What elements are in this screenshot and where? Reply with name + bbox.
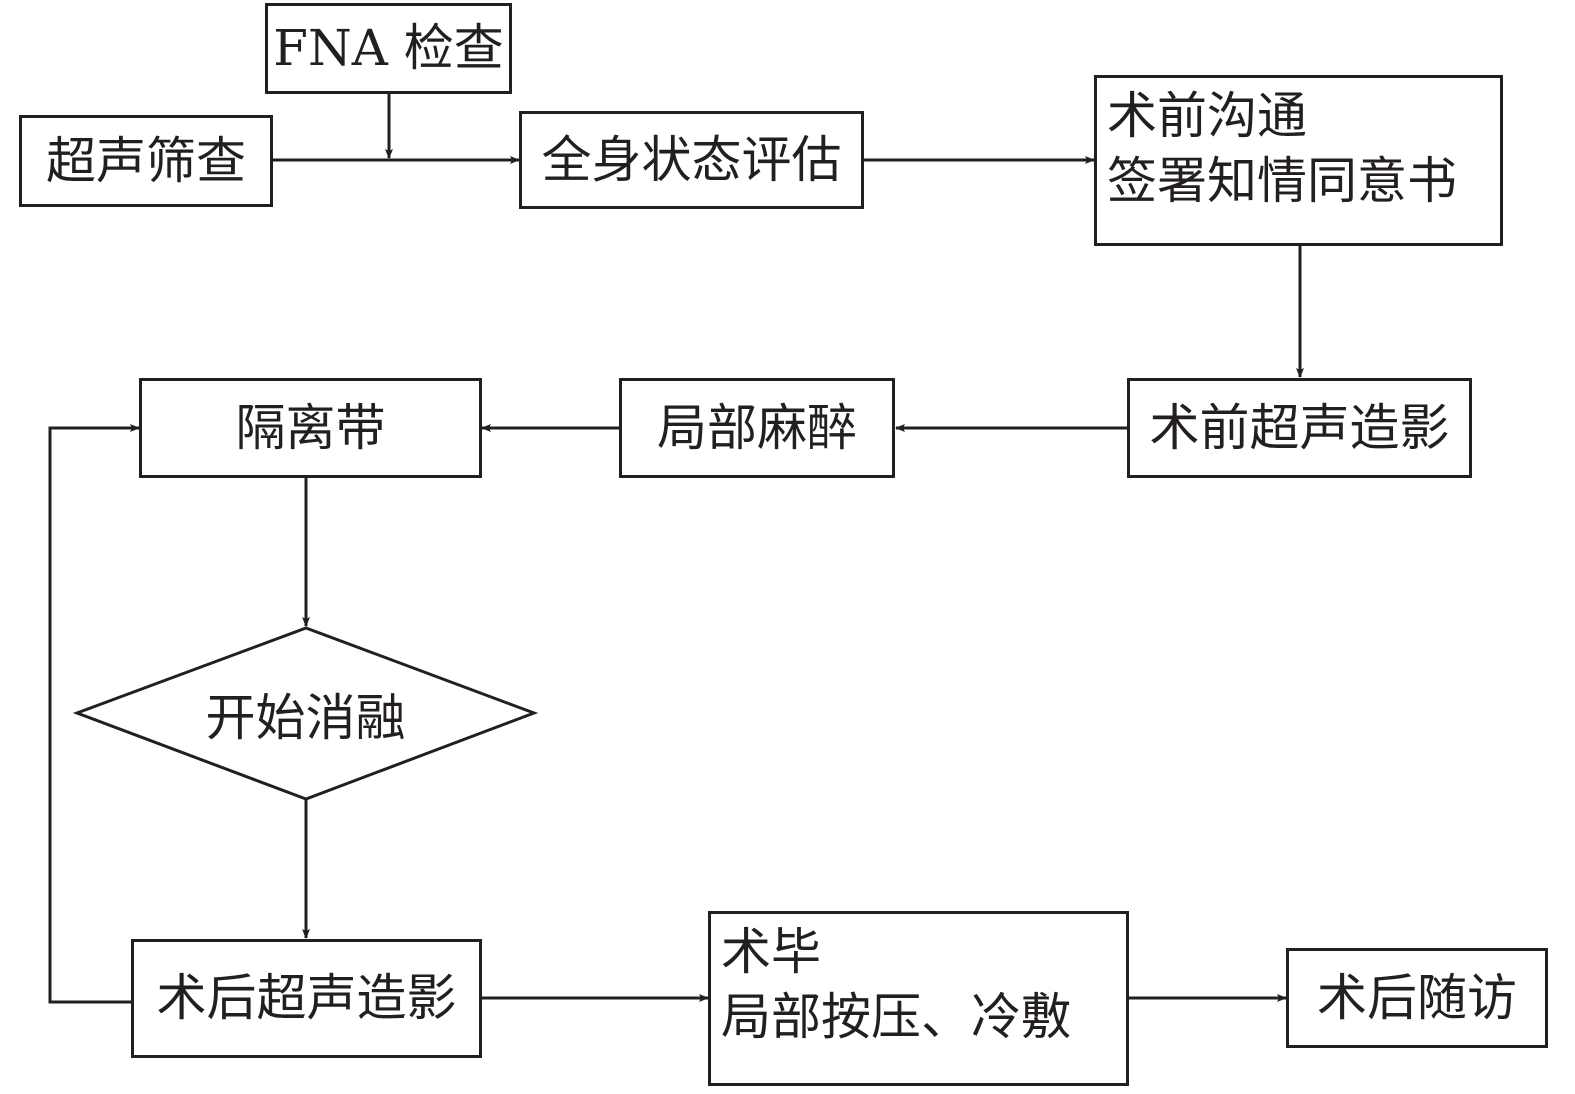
node-post-ceus: 术后超声造影 — [131, 939, 482, 1058]
node-followup-label: 术后随访 — [1317, 968, 1517, 1027]
node-consult: 术前沟通 签署知情同意书 — [1094, 75, 1503, 246]
node-consult-line2: 签署知情同意书 — [1107, 152, 1457, 210]
edge-postceus-isolation-loop — [48, 424, 140, 1004]
node-assessment-label: 全身状态评估 — [541, 130, 842, 189]
ablation-diamond — [72, 626, 539, 801]
node-followup: 术后随访 — [1286, 948, 1548, 1048]
node-consult-line1: 术前沟通 — [1107, 87, 1307, 145]
node-anesthesia-label: 局部麻醉 — [657, 398, 857, 457]
node-fna-label: FNA 检查 — [273, 19, 504, 77]
node-isolation: 隔离带 — [139, 378, 482, 478]
node-screening-label: 超声筛查 — [46, 131, 246, 190]
node-anesthesia: 局部麻醉 — [619, 378, 895, 478]
node-pre-ceus-label: 术前超声造影 — [1149, 398, 1450, 457]
node-fna: FNA 检查 — [265, 3, 512, 94]
node-finish: 术毕 局部按压、冷敷 — [708, 911, 1129, 1086]
node-ablation: 开始消融 — [77, 628, 534, 799]
node-finish-line2: 局部按压、冷敷 — [721, 988, 1071, 1046]
node-finish-line1: 术毕 — [721, 923, 821, 981]
node-pre-ceus: 术前超声造影 — [1127, 378, 1472, 478]
node-screening: 超声筛查 — [19, 115, 273, 207]
node-ablation-label: 开始消融 — [205, 688, 406, 747]
node-isolation-label: 隔离带 — [235, 398, 386, 457]
node-post-ceus-label: 术后超声造影 — [156, 969, 457, 1027]
node-assessment: 全身状态评估 — [519, 111, 864, 209]
